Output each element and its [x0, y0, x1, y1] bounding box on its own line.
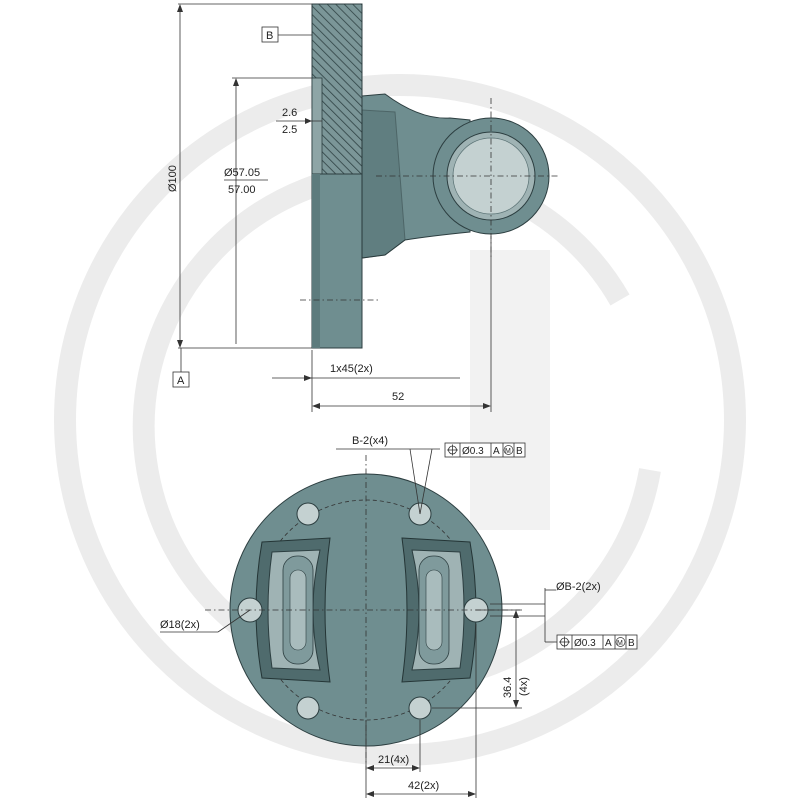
datum-b-label: B: [266, 30, 273, 42]
front-view-dimensions: B-2(x4) Ø0.3 A M B Ø18(2x) ØB-2(2x): [160, 435, 638, 798]
watermark-logo: [54, 74, 746, 766]
side-view: [300, 3, 560, 349]
bolt-hole-top-left: [296, 502, 320, 526]
side-view-dimensions: B Ø100 Ø57.05 57.00 2.6 2.5 A 1x45(2x): [167, 3, 492, 412]
dim-36-4: 36.4: [502, 677, 514, 698]
dim-dia-b2: ØB-2(2x): [556, 581, 601, 593]
tol-right-m: M: [617, 640, 623, 647]
dim-21: 21(4x): [378, 754, 409, 766]
yoke-arm: [361, 93, 471, 259]
dim-dia-57-05: Ø57.05: [224, 167, 260, 179]
dim-chamfer: 1x45(2x): [330, 363, 373, 375]
bolt-hole-bottom-right: [408, 696, 432, 720]
flange-solid-edge: [312, 174, 320, 348]
tol-right-b: B: [628, 638, 635, 649]
bolt-hole-bottom-left: [296, 696, 320, 720]
dim-52: 52: [392, 391, 404, 403]
tol-top-value: Ø0.3: [462, 446, 484, 457]
front-view: [205, 455, 520, 770]
dim-2-5: 2.5: [282, 124, 297, 136]
flange-bore-step: [311, 77, 323, 175]
datum-b-box: [261, 26, 279, 43]
flange-solid: [311, 173, 363, 349]
dim-4x: (4x): [518, 677, 530, 696]
tol-top-b: B: [516, 446, 523, 457]
tol-top-a: A: [493, 446, 500, 457]
dim-dia18: Ø18(2x): [160, 619, 200, 631]
tol-right-a: A: [605, 638, 612, 649]
dim-dia100: Ø100: [167, 165, 179, 192]
tolerance-frame-top: Ø0.3 A M B: [444, 442, 526, 458]
dim-2-6: 2.6: [282, 107, 297, 119]
yoke-arm-shade: [361, 109, 406, 259]
dim-57-00: 57.00: [228, 184, 256, 196]
left-yoke-lug: [255, 537, 331, 683]
datum-a-label: A: [177, 375, 185, 387]
tolerance-frame-right: Ø0.3 A M B: [545, 634, 638, 650]
dim-b2x4: B-2(x4): [352, 435, 388, 447]
dim-42: 42(2x): [408, 780, 439, 792]
tol-right-value: Ø0.3: [574, 638, 596, 649]
tol-top-m: M: [505, 448, 511, 455]
